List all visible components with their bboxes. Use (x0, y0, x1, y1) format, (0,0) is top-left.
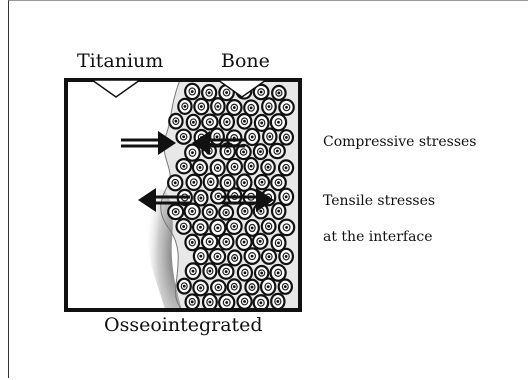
osteon-center (276, 150, 279, 153)
interface-label: at the interface (323, 229, 433, 245)
osteon-center (268, 135, 271, 138)
osteon-center (260, 301, 263, 304)
osteon-center (199, 286, 202, 289)
osteon-center (225, 211, 228, 214)
osteon-center (233, 165, 236, 168)
osteon-center (267, 225, 270, 228)
osteon-center (226, 181, 229, 184)
osteon-center (216, 166, 219, 169)
osteon-center (277, 271, 280, 274)
osteon-center (277, 121, 280, 124)
osteon-center (268, 105, 271, 108)
osteon-center (233, 106, 236, 109)
osteon-center (267, 285, 270, 288)
titanium-label: Titanium (77, 50, 163, 72)
osteon-center (191, 151, 194, 154)
osteon-center (209, 270, 212, 273)
osteon-center (268, 255, 271, 258)
osteon-center (182, 165, 185, 168)
osteon-center (285, 136, 288, 139)
osteon-center (244, 271, 247, 274)
osteon-center (184, 105, 187, 108)
osteon-center (259, 240, 262, 243)
osteon-center (251, 227, 254, 230)
osteon-center (225, 301, 228, 304)
osteon-center (208, 211, 211, 214)
osteon-center (233, 285, 236, 288)
osteon-center (183, 285, 186, 288)
osteon-center (191, 210, 194, 213)
osteon-center (276, 300, 279, 303)
osteon-center (233, 257, 236, 260)
osteon-center (243, 120, 246, 123)
osteon-center (225, 270, 228, 273)
osteon-center (174, 181, 177, 184)
osteon-center (175, 120, 178, 123)
osteon-center (208, 240, 211, 243)
osteon-center (261, 181, 264, 184)
osteon-center (285, 195, 288, 198)
osteon-center (200, 105, 203, 108)
tensile-stresses-label: Tensile stresses (323, 193, 435, 209)
osteon-center (243, 181, 246, 184)
osteon-center (182, 135, 185, 138)
osteon-center (225, 240, 228, 243)
osteon-center (208, 91, 211, 94)
osteon-center (243, 210, 246, 213)
osteon-center (267, 166, 270, 169)
osteon-center (192, 270, 195, 273)
osteon-center (216, 255, 219, 258)
bone-label: Bone (221, 50, 270, 72)
osteon-center (259, 150, 262, 153)
osteon-center (209, 180, 212, 183)
osteon-center (251, 286, 254, 289)
osteon-center (277, 92, 280, 95)
osteon-center (277, 241, 280, 244)
osteon-center (260, 272, 263, 275)
osteon-center (182, 225, 185, 228)
osteon-center (233, 225, 236, 228)
osteon-center (208, 121, 211, 124)
osteon-center (251, 136, 254, 139)
osteon-center (260, 91, 263, 94)
osteon-center (217, 286, 220, 289)
osteon-center (243, 241, 246, 244)
osteon-center (285, 255, 288, 258)
osteon-center (226, 120, 229, 123)
osteon-center (284, 285, 287, 288)
osteon-center (242, 151, 245, 154)
osteon-center (216, 226, 219, 229)
osseointegrated-label: Osseointegrated (104, 314, 263, 336)
osteon-center (217, 195, 220, 198)
osteon-center (191, 241, 194, 244)
osteon-center (199, 255, 202, 258)
compressive-stresses-label: Compressive stresses (323, 134, 476, 150)
osteon-center (285, 106, 288, 109)
osteon-center (200, 197, 203, 200)
osteon-center (199, 166, 202, 169)
osteon-center (251, 255, 254, 258)
titanium-marker (92, 80, 140, 97)
osteon-center (216, 105, 219, 108)
osteon-center (260, 122, 263, 125)
osteon-center (277, 210, 280, 213)
osteon-center (174, 210, 177, 213)
osteon-center (192, 121, 195, 124)
osteon-center (199, 226, 202, 229)
osteon-center (226, 150, 229, 153)
osteon-center (285, 166, 288, 169)
osteon-center (192, 181, 195, 184)
osteon-center (209, 301, 212, 304)
osteon-center (225, 91, 228, 94)
osteon-center (259, 210, 262, 213)
osteon-center (250, 106, 253, 109)
osteon-center (285, 226, 288, 229)
osteon-center (243, 300, 246, 303)
osteon-center (216, 135, 219, 138)
osteon-center (250, 165, 253, 168)
osteon-center (191, 300, 194, 303)
osteon-center (191, 90, 194, 93)
osteon-center (277, 181, 280, 184)
